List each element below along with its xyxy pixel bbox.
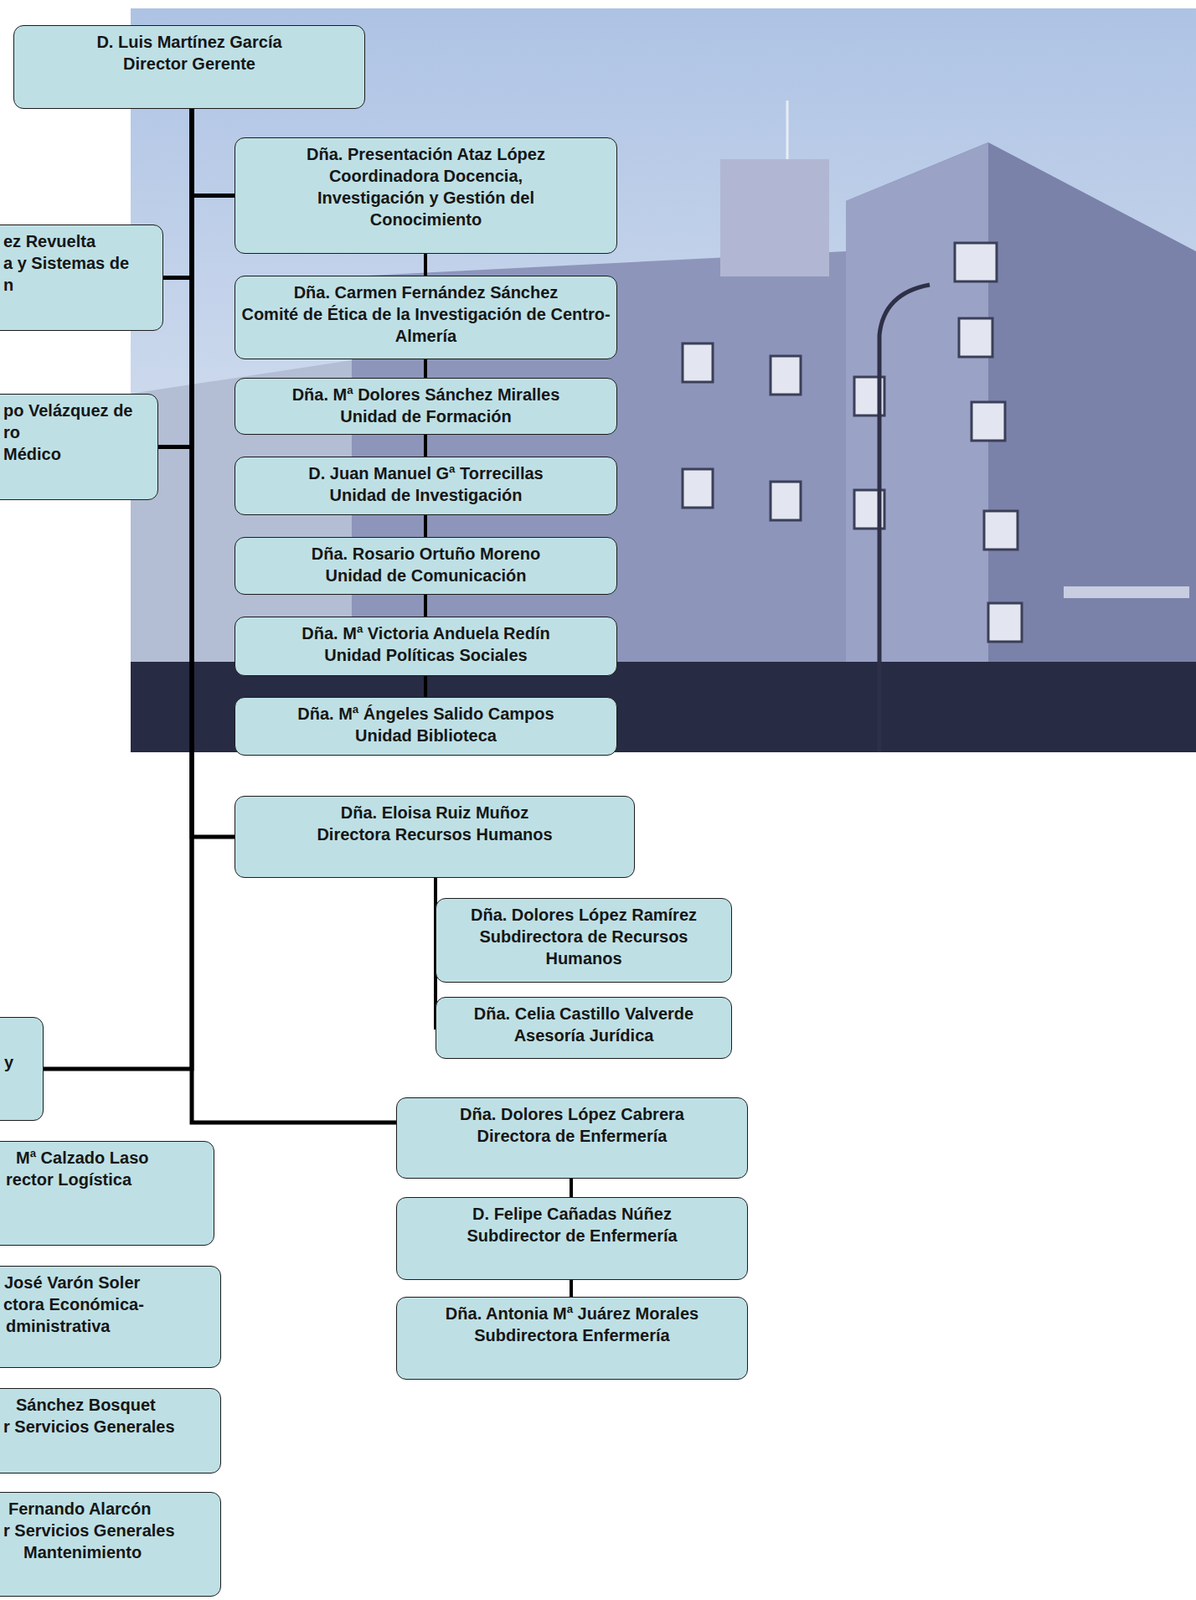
person-name: D. Felipe Cañadas Núñez (401, 1202, 743, 1225)
sky (130, 8, 1196, 753)
person-name: Dña. Eloisa Ruiz Muñoz (239, 801, 630, 824)
org-box: Dña. Antonia Mª Juárez MoralesSubdirecto… (396, 1296, 748, 1380)
org-box: Dña. Eloisa Ruiz MuñozDirectora Recursos… (234, 795, 635, 878)
role-text: a y Sistemas de (0, 252, 129, 274)
org-box: José Varón Solerctora Económica-dministr… (0, 1265, 222, 1368)
org-box: po Velázquez deroMédico (0, 393, 159, 501)
org-connector (569, 1178, 573, 1197)
person-name: Dña. Mª Ángeles Salido Campos (239, 702, 613, 725)
org-connector (423, 434, 428, 457)
role-text: Subdirectora Enfermería (401, 1324, 743, 1346)
role-text: r Servicios Generales (0, 1415, 176, 1438)
person-name: Dña. Rosario Ortuño Moreno (239, 542, 613, 565)
role-text: Unidad Políticas Sociales (239, 644, 613, 666)
person-name: José Varón Soler (0, 1271, 140, 1294)
org-box: D. Felipe Cañadas NúñezSubdirector de En… (396, 1196, 748, 1280)
person-name: Dña. Mª Victoria Anduela Redín (239, 622, 613, 645)
role-text: Directora Recursos Humanos (239, 823, 630, 846)
antenna (786, 100, 789, 160)
person-name: Dña. Presentación Ataz López (285, 143, 567, 165)
org-box: Dña. Celia Castillo ValverdeAsesoría Jur… (435, 996, 733, 1059)
person-name: D. Juan Manuel Gª Torrecillas (239, 462, 613, 485)
window (682, 469, 713, 508)
role-text: Unidad de Formación (239, 405, 613, 428)
org-box: Dña. Presentación Ataz LópezCoordinadora… (234, 137, 618, 254)
building-side (845, 142, 1196, 753)
org-box: Dña. Dolores López CabreraDirectora de E… (396, 1097, 748, 1179)
person-name: Dña. Carmen Fernández Sánchez (239, 281, 613, 304)
window (954, 242, 997, 282)
lamp-post (879, 284, 930, 753)
role-text: rector Logística (0, 1168, 132, 1191)
person-name: po Velázquez de (0, 399, 133, 422)
window (988, 603, 1022, 642)
org-connector (191, 108, 235, 196)
window (984, 510, 1018, 550)
person-name: Sánchez Bosquet (0, 1393, 156, 1416)
role-text: Mantenimiento (0, 1541, 142, 1563)
person-name: Dña. Dolores López Ramírez (440, 903, 727, 926)
org-box: Dña. Mª Ángeles Salido CamposUnidad Bibl… (234, 696, 618, 756)
sign (1063, 586, 1190, 598)
person-name: Dña. Antonia Mª Juárez Morales (401, 1302, 743, 1325)
role-text: Médico (0, 443, 62, 465)
org-connector (423, 594, 428, 617)
person-name: D. Luis Martínez García (18, 30, 361, 53)
person-name: Dña. Dolores López Cabrera (401, 1103, 743, 1125)
role-text: Directora de Enfermería (401, 1124, 743, 1147)
person-name: Dña. Mª Dolores Sánchez Miralles (239, 383, 613, 406)
org-box: Dña. Rosario Ortuño MorenoUnidad de Comu… (234, 536, 618, 595)
window (971, 402, 1006, 441)
org-connector (423, 515, 428, 537)
org-connector (191, 108, 397, 1123)
role-text: Unidad de Investigación (239, 484, 613, 506)
role-text: Unidad de Comunicación (239, 564, 613, 587)
window (770, 481, 801, 521)
org-connector (163, 108, 192, 279)
org-box: ez Revueltaa y Sistemas den (0, 224, 164, 331)
role-text: Subdirectora de Recursos Humanos (440, 925, 727, 970)
windows (682, 242, 1022, 642)
person-name: Mª Calzado Laso (0, 1146, 150, 1169)
role-text: Director Gerente (18, 52, 361, 75)
building-side-light (845, 142, 989, 753)
org-connector (423, 675, 428, 697)
org-connector (423, 359, 428, 378)
role-text: Comité de Ética de la Investigación de C… (239, 303, 613, 347)
person-name: Fernando Alarcón (0, 1497, 151, 1520)
org-box: Dña. Mª Victoria Anduela RedínUnidad Pol… (234, 616, 618, 676)
role-text: Asesoría Jurídica (440, 1024, 727, 1047)
role-text: r Servicios Generales (0, 1519, 176, 1542)
org-connector (423, 253, 428, 276)
role-text: dministrativa (0, 1314, 110, 1337)
org-connector (191, 108, 235, 837)
role-text: Unidad Biblioteca (239, 724, 613, 747)
person-name: y (0, 1051, 14, 1073)
role-text: ro (0, 421, 21, 444)
role-text: Coordinadora Docencia, Investigación y G… (285, 164, 567, 231)
roof-tower (720, 159, 830, 277)
role-text: Subdirector de Enfermería (401, 1224, 743, 1247)
org-box: Dña. Dolores López RamírezSubdirectora d… (435, 897, 733, 983)
org-connector (158, 108, 192, 448)
org-box: Dña. Mª Dolores Sánchez MirallesUnidad d… (234, 377, 618, 435)
org-box: Sánchez Bosquetr Servicios Generales (0, 1387, 222, 1474)
org-box: Dña. Carmen Fernández SánchezComité de É… (234, 275, 618, 360)
window (682, 343, 713, 382)
org-box: y (0, 1016, 44, 1121)
org-box: Fernando Alarcónr Servicios GeneralesMan… (0, 1491, 222, 1597)
window (770, 355, 801, 395)
person-name: Dña. Celia Castillo Valverde (440, 1002, 727, 1025)
window (958, 318, 993, 357)
org-box: Mª Calzado Lasorector Logística (0, 1140, 215, 1246)
org-box: D. Luis Martínez GarcíaDirector Gerente (13, 25, 366, 109)
org-connector (569, 1279, 573, 1297)
role-text: ctora Económica- (0, 1293, 145, 1315)
role-text: n (0, 273, 14, 296)
org-box: D. Juan Manuel Gª TorrecillasUnidad de I… (234, 456, 618, 516)
person-name: ez Revuelta (0, 230, 96, 253)
